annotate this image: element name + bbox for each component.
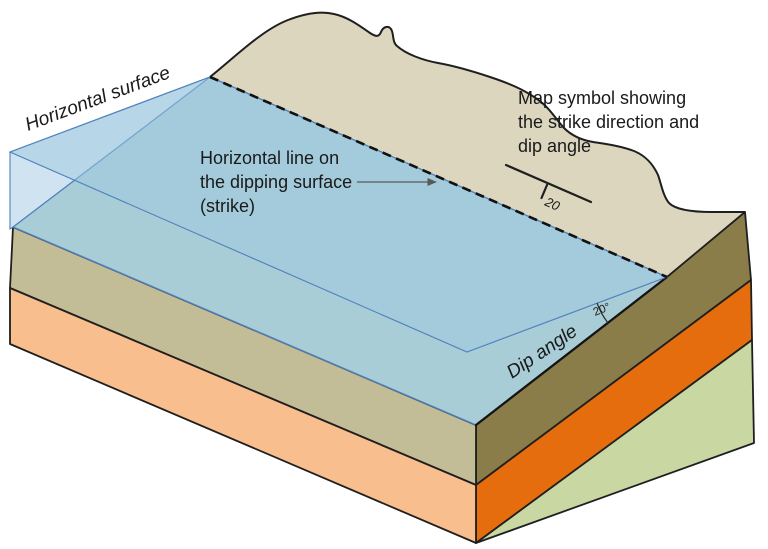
- ground-surface: [210, 12, 745, 278]
- map-strike-symbol-line: [504, 163, 593, 204]
- strike-dashed-line: [209, 75, 668, 279]
- strike-caption-line3: (strike): [200, 196, 255, 216]
- strike-caption-line1: Horizontal line on: [200, 148, 339, 168]
- front-face-orange-layer: [9, 287, 477, 544]
- map-symbol-caption-line2: the strike direction and: [518, 112, 699, 132]
- ground-surface-outline: [209, 11, 745, 213]
- map-symbol-caption-line1: Map symbol showing: [518, 88, 686, 108]
- map-symbol-caption-line3: dip angle: [518, 136, 591, 156]
- dip-edge-line: [474, 275, 669, 427]
- strike-caption-line2: the dipping surface: [200, 172, 352, 192]
- side-face-green-layer: [475, 339, 755, 544]
- leader-arrowhead: [427, 178, 437, 186]
- angle-arc: [596, 302, 609, 324]
- map-dip-tick: [540, 183, 549, 200]
- map-symbol-dip-number: 20: [542, 194, 563, 214]
